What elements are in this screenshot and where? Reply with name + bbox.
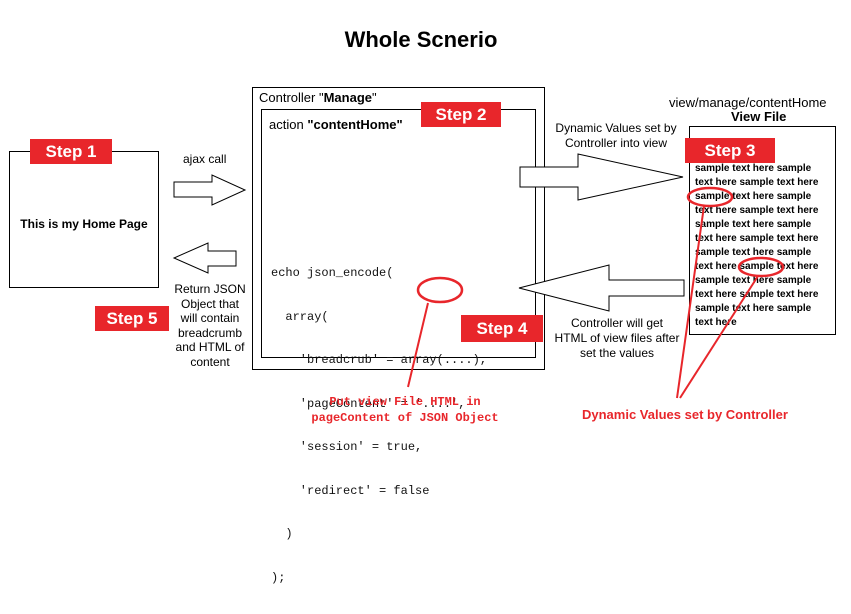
diagram-connectors	[172, 153, 785, 399]
return-arrow	[172, 242, 237, 274]
dynamic-values-arrow	[519, 153, 684, 201]
step-4-badge: Step 4	[461, 315, 543, 342]
page-content-highlight	[416, 276, 464, 304]
home-page-text: This is my Home Page	[20, 217, 148, 231]
step-2-badge: Step 2	[421, 102, 501, 127]
step-5-badge: Step 5	[95, 306, 169, 331]
controller-label: Controller "Manage"	[259, 90, 377, 105]
view-path-label: view/manage/contentHome	[669, 95, 827, 110]
ajax-arrow	[173, 174, 247, 206]
sample-text-block: sample text here sample text here sample…	[695, 163, 819, 328]
step-3-badge: Step 3	[685, 138, 775, 163]
home-page-box: This is my Home Page	[9, 151, 159, 288]
sample-highlight-1	[686, 186, 734, 208]
get-html-arrow	[518, 264, 685, 312]
return-json-text: Return JSON Object that will contain bre…	[174, 282, 246, 369]
dynamic-pointer-1	[676, 205, 705, 399]
sample-highlight-2	[737, 256, 785, 278]
ajax-call-label: ajax call	[183, 152, 227, 166]
step-1-badge: Step 1	[30, 139, 112, 164]
view-html-pointer	[407, 302, 429, 388]
dynamic-values-text: Dynamic Values set by Controller into vi…	[555, 121, 677, 150]
get-html-text: Controller will get HTML of view files a…	[554, 316, 680, 360]
dynamic-values-annotation: Dynamic Values set by Controller	[582, 407, 788, 422]
dynamic-pointer-2	[679, 275, 759, 399]
view-file-title: View File	[731, 109, 787, 124]
action-label: action "contentHome"	[269, 117, 403, 132]
view-file-box: sample text here sample text here sample…	[689, 126, 836, 335]
diagram-title: Whole Scnerio	[344, 27, 498, 52]
view-html-annotation: Put view File HTML in pageContent of JSO…	[311, 395, 499, 425]
